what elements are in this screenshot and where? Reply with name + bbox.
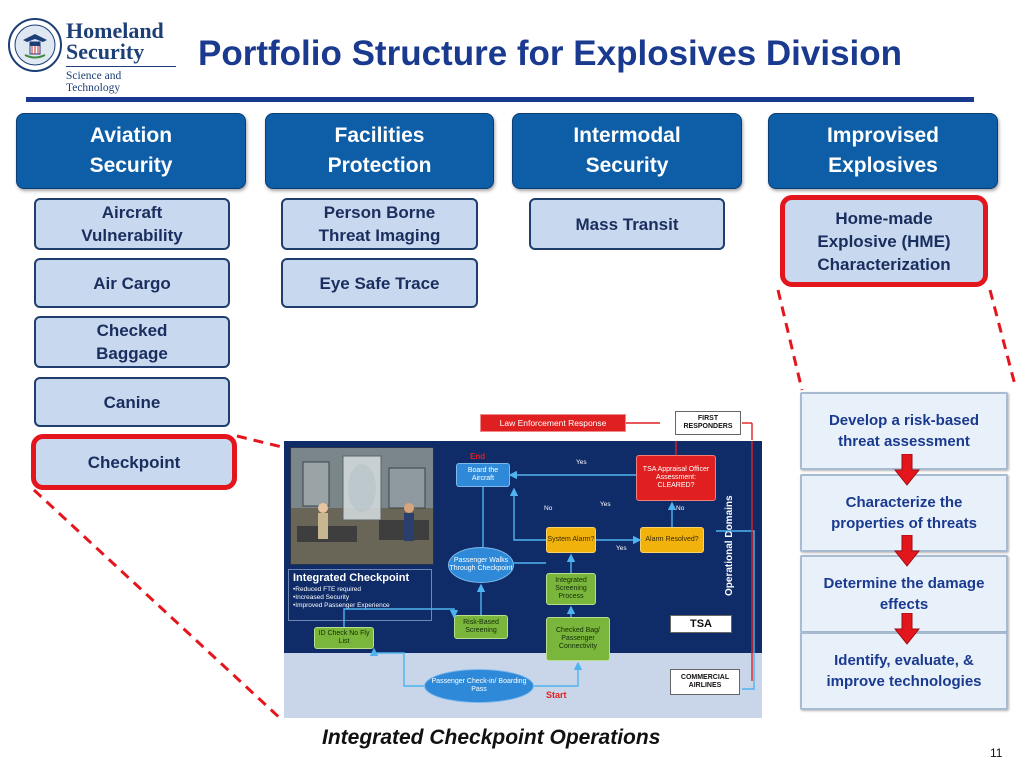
item-label: Checked Baggage bbox=[96, 321, 168, 363]
tsa-box: TSA bbox=[670, 615, 732, 633]
diagram-connectors bbox=[343, 441, 755, 690]
slide-title: Portfolio Structure for Explosives Divis… bbox=[198, 34, 903, 73]
header-label: Aviation Security bbox=[89, 124, 173, 177]
title-divider bbox=[26, 97, 974, 102]
yes-label: Yes bbox=[576, 459, 587, 466]
risk-based-node: Risk-Based Screening bbox=[454, 615, 508, 639]
item-canine: Canine bbox=[34, 377, 230, 427]
walks-through-node: Passenger Walks Through Checkpoint bbox=[448, 547, 514, 583]
item-checked-baggage: Checked Baggage bbox=[34, 316, 230, 368]
item-label: Person Borne Threat Imaging bbox=[318, 203, 441, 245]
item-aircraft-vulnerability: Aircraft Vulnerability bbox=[34, 198, 230, 250]
tsa-appraisal-node: TSA Appraisal Officer Assessment: CLEARE… bbox=[636, 455, 716, 501]
integrated-checkpoint-panel: Integrated Checkpoint Reduced FTE requir… bbox=[288, 569, 432, 621]
item-hme-characterization-highlighted: Home-made Explosive (HME) Characterizati… bbox=[780, 195, 988, 287]
first-responders-label: FIRST RESPONDERS bbox=[683, 415, 733, 430]
diagram-caption: Integrated Checkpoint Operations bbox=[322, 726, 661, 749]
checkpoint-photo bbox=[290, 447, 434, 565]
header-label: Intermodal Security bbox=[573, 124, 681, 177]
header-label: Facilities Protection bbox=[327, 124, 432, 177]
header-facilities-protection: Facilities Protection bbox=[265, 113, 494, 189]
law-enforcement-response: Law Enforcement Response bbox=[480, 414, 626, 432]
item-label: Canine bbox=[103, 392, 161, 412]
checked-bag-node: Checked Bag/ Passenger Connectivity bbox=[546, 617, 610, 661]
item-label: Aircraft Vulnerability bbox=[81, 203, 183, 245]
dhs-logo: Homeland Security Science and Technology bbox=[8, 10, 178, 94]
bullet-item: Improved Passenger Experience bbox=[293, 602, 427, 610]
alarm-resolved-node: Alarm Resolved? bbox=[640, 527, 704, 553]
item-label: Mass Transit bbox=[575, 214, 679, 234]
panel-bullets: Reduced FTE required Increased Security … bbox=[293, 586, 427, 610]
item-air-cargo: Air Cargo bbox=[34, 258, 230, 308]
start-label: Start bbox=[546, 690, 567, 700]
header-aviation-security: Aviation Security bbox=[16, 113, 246, 189]
logo-subtitle: Science and Technology bbox=[66, 66, 176, 94]
step-label: Identify, evaluate, & improve technologi… bbox=[826, 652, 982, 690]
commercial-airlines-label: COMMERCIAL AIRLINES bbox=[680, 674, 730, 689]
first-responders-box: FIRST RESPONDERS bbox=[675, 411, 741, 435]
panel-title: Integrated Checkpoint bbox=[293, 572, 410, 584]
step-label: Characterize the properties of threats bbox=[831, 494, 977, 532]
no-label: No bbox=[676, 505, 685, 512]
logo-line-1: Homeland bbox=[66, 18, 164, 43]
board-aircraft-node: Board the Aircraft bbox=[456, 463, 510, 487]
no-label: No bbox=[544, 505, 553, 512]
integrated-checkpoint-diagram: Integrated Checkpoint Reduced FTE requir… bbox=[284, 441, 762, 718]
yes-label: Yes bbox=[600, 501, 611, 508]
down-arrow-icon bbox=[894, 454, 920, 486]
id-check-node: ID Check No Fly List bbox=[314, 627, 374, 649]
header-label: Improvised Explosives bbox=[826, 124, 940, 177]
hme-step-3: Determine the damage effects bbox=[800, 555, 1008, 633]
down-arrow-icon bbox=[894, 535, 920, 567]
item-eye-safe-trace: Eye Safe Trace bbox=[281, 258, 478, 308]
page-number: 11 bbox=[990, 746, 1003, 760]
header-improvised-explosives: Improvised Explosives bbox=[768, 113, 998, 189]
item-label: Eye Safe Trace bbox=[319, 273, 440, 293]
item-label: Home-made Explosive (HME) Characterizati… bbox=[817, 208, 951, 274]
header-intermodal-security: Intermodal Security bbox=[512, 113, 742, 189]
integrated-screening-node: Integrated Screening Process bbox=[546, 573, 596, 605]
dhs-seal-icon bbox=[8, 18, 62, 72]
logo-line-2: Security bbox=[66, 39, 145, 64]
item-checkpoint-highlighted: Checkpoint bbox=[31, 434, 237, 490]
down-arrow-icon bbox=[894, 613, 920, 645]
end-label: End bbox=[470, 452, 486, 461]
item-label: Checkpoint bbox=[87, 452, 181, 472]
check-in-node: Passenger Check-in/ Boarding Pass bbox=[424, 669, 534, 703]
item-person-borne-threat-imaging: Person Borne Threat Imaging bbox=[281, 198, 478, 250]
item-label: Air Cargo bbox=[93, 273, 171, 293]
bullet-item: Increased Security bbox=[293, 594, 427, 602]
commercial-airlines-box: COMMERCIAL AIRLINES bbox=[670, 669, 740, 695]
system-alarm-node: System Alarm? bbox=[546, 527, 596, 553]
step-label: Determine the damage effects bbox=[823, 575, 985, 613]
yes-label: Yes bbox=[616, 545, 627, 552]
hme-step-4: Identify, evaluate, & improve technologi… bbox=[800, 632, 1008, 710]
bullet-item: Reduced FTE required bbox=[293, 586, 427, 594]
item-mass-transit: Mass Transit bbox=[529, 198, 725, 250]
step-label: Develop a risk-based threat assessment bbox=[828, 412, 980, 450]
